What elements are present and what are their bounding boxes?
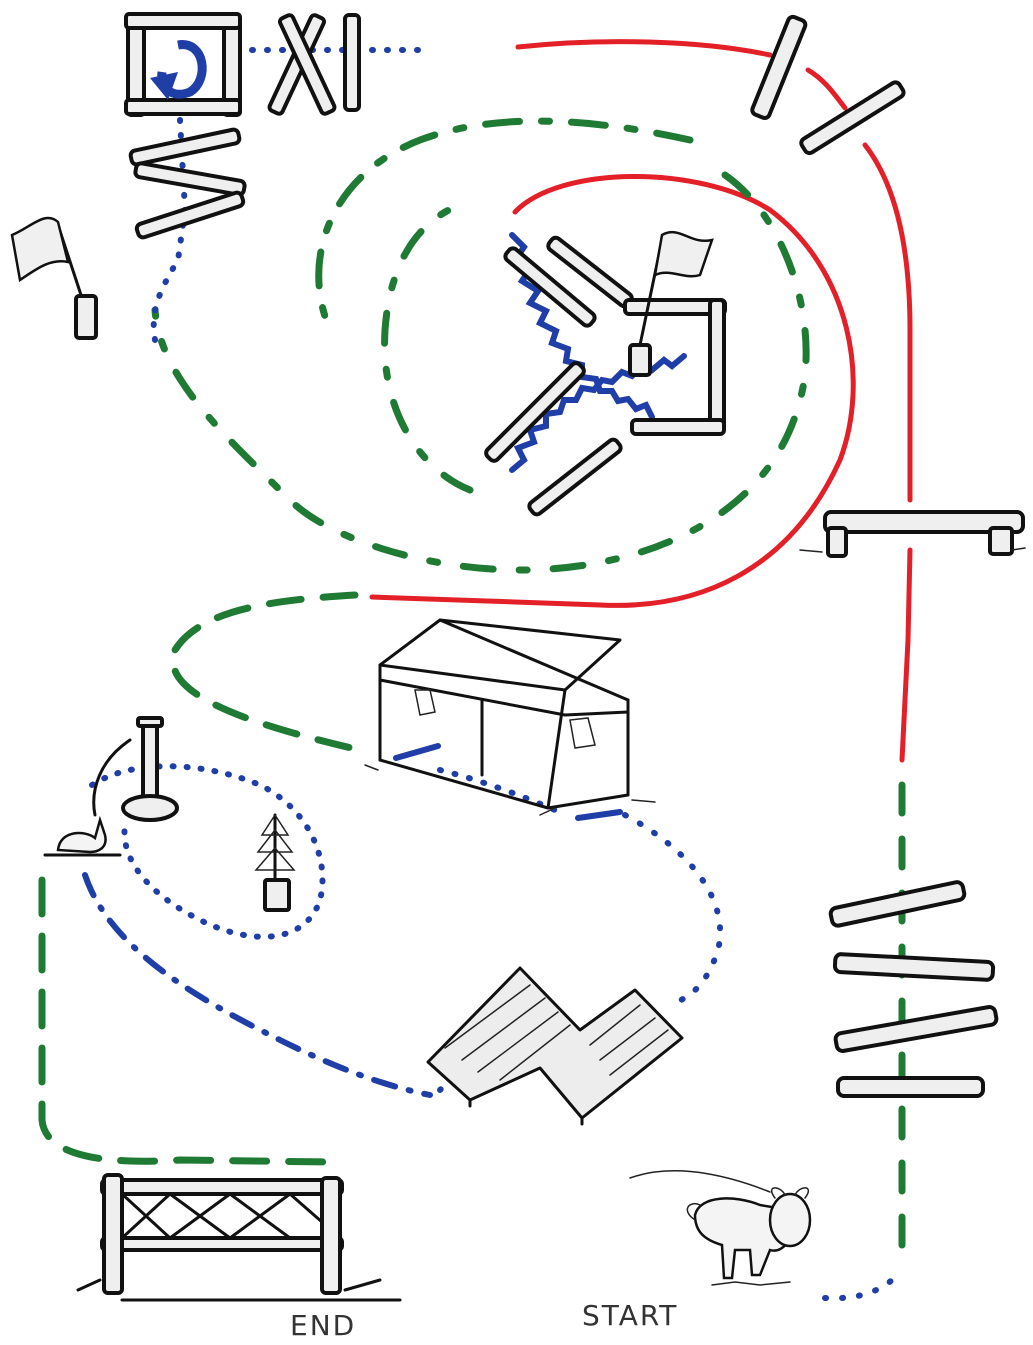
- cow-icon: [629, 1170, 812, 1286]
- flag-left: [10, 216, 98, 340]
- turn-arrow-head: [150, 72, 178, 100]
- bench-jump-obstacle: [799, 510, 1026, 558]
- cat-icon: [56, 815, 107, 854]
- blue-route-lower-loop: [82, 872, 433, 1098]
- blue-route-tent-dash: [393, 743, 623, 821]
- zigzag-logs-obstacle: [128, 127, 247, 240]
- zigzag-bridge-obstacle: [426, 966, 684, 1126]
- green-route-arc: [381, 201, 474, 494]
- blue-route-start: [822, 1269, 903, 1302]
- ladder-logs-obstacle: [828, 880, 999, 1098]
- green-route-outer-loop: [315, 117, 694, 334]
- turn-box-obstacle: [124, 12, 242, 117]
- green-route-mid: [169, 591, 364, 754]
- blue-route-tree-loop: [89, 763, 326, 940]
- blue-route-left-dots: [150, 117, 189, 343]
- a-frame-obstacle: [267, 13, 361, 116]
- red-route-right: [862, 142, 913, 503]
- red-route-loop: [369, 174, 856, 608]
- flag-chute-cloth: [653, 230, 714, 278]
- blue-route-right-loop: [622, 812, 724, 1008]
- red-route-top: [515, 39, 773, 58]
- green-route-left-down: [38, 876, 334, 1166]
- start-label: START: [582, 1299, 678, 1332]
- funnel-chute-obstacle: [484, 230, 727, 517]
- blue-route-tent: [437, 767, 558, 813]
- finish-gate-obstacle: [76, 1173, 402, 1302]
- red-route-corner: [805, 67, 848, 111]
- green-route-inner-loop: [151, 171, 810, 574]
- slanted-logs-top-right: [750, 14, 906, 156]
- tent-obstacle: [364, 618, 656, 816]
- potted-tree-obstacle: [254, 813, 296, 912]
- red-route-right-lower: [899, 547, 913, 763]
- flag-left-cloth: [10, 216, 70, 283]
- end-label: END: [290, 1309, 356, 1342]
- post-and-tire-obstacle: [43, 716, 179, 857]
